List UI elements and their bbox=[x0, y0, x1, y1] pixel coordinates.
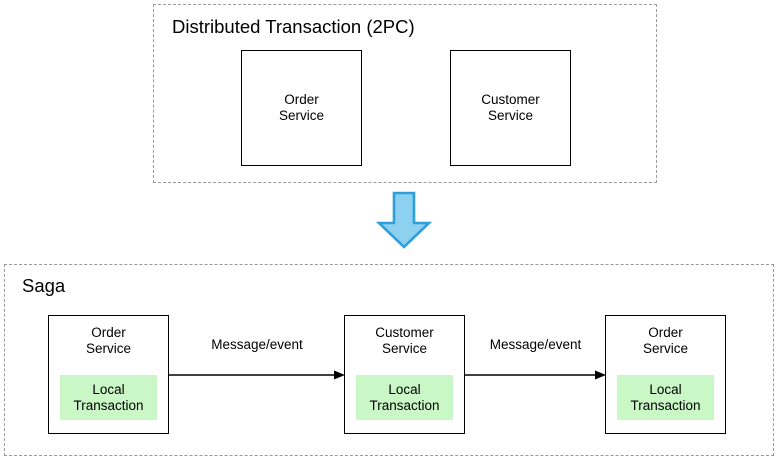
service-box-order-service-2pc[interactable]: Order Service bbox=[241, 50, 362, 166]
saga-step-label-order-service-2: Order Service bbox=[642, 325, 688, 356]
saga-step-order-service-1[interactable]: Order Service Local Transaction bbox=[48, 315, 169, 434]
group-title-saga: Saga bbox=[22, 275, 66, 296]
local-transaction-chip-2: Local Transaction bbox=[356, 375, 453, 420]
connector-arrow-2 bbox=[465, 370, 606, 380]
saga-step-label-customer-service: Customer Service bbox=[375, 325, 434, 356]
service-label-customer-service: Customer Service bbox=[481, 92, 540, 123]
service-box-customer-service-2pc[interactable]: Customer Service bbox=[450, 50, 571, 166]
down-arrow-icon bbox=[376, 191, 432, 249]
local-transaction-chip-1: Local Transaction bbox=[60, 375, 157, 420]
service-label-order-service: Order Service bbox=[278, 92, 324, 123]
connector-label-message-event-2: Message/event bbox=[489, 337, 582, 352]
group-title-distributed-transaction: Distributed Transaction (2PC) bbox=[172, 16, 415, 37]
group-distributed-transaction: Distributed Transaction (2PC) bbox=[153, 4, 657, 183]
saga-step-label-order-service-1: Order Service bbox=[85, 325, 131, 356]
local-transaction-chip-3: Local Transaction bbox=[617, 375, 714, 420]
saga-step-customer-service[interactable]: Customer Service Local Transaction bbox=[344, 315, 465, 434]
connector-arrow-1 bbox=[169, 370, 345, 380]
saga-step-order-service-2[interactable]: Order Service Local Transaction bbox=[605, 315, 726, 434]
connector-label-message-event-1: Message/event bbox=[211, 337, 303, 352]
